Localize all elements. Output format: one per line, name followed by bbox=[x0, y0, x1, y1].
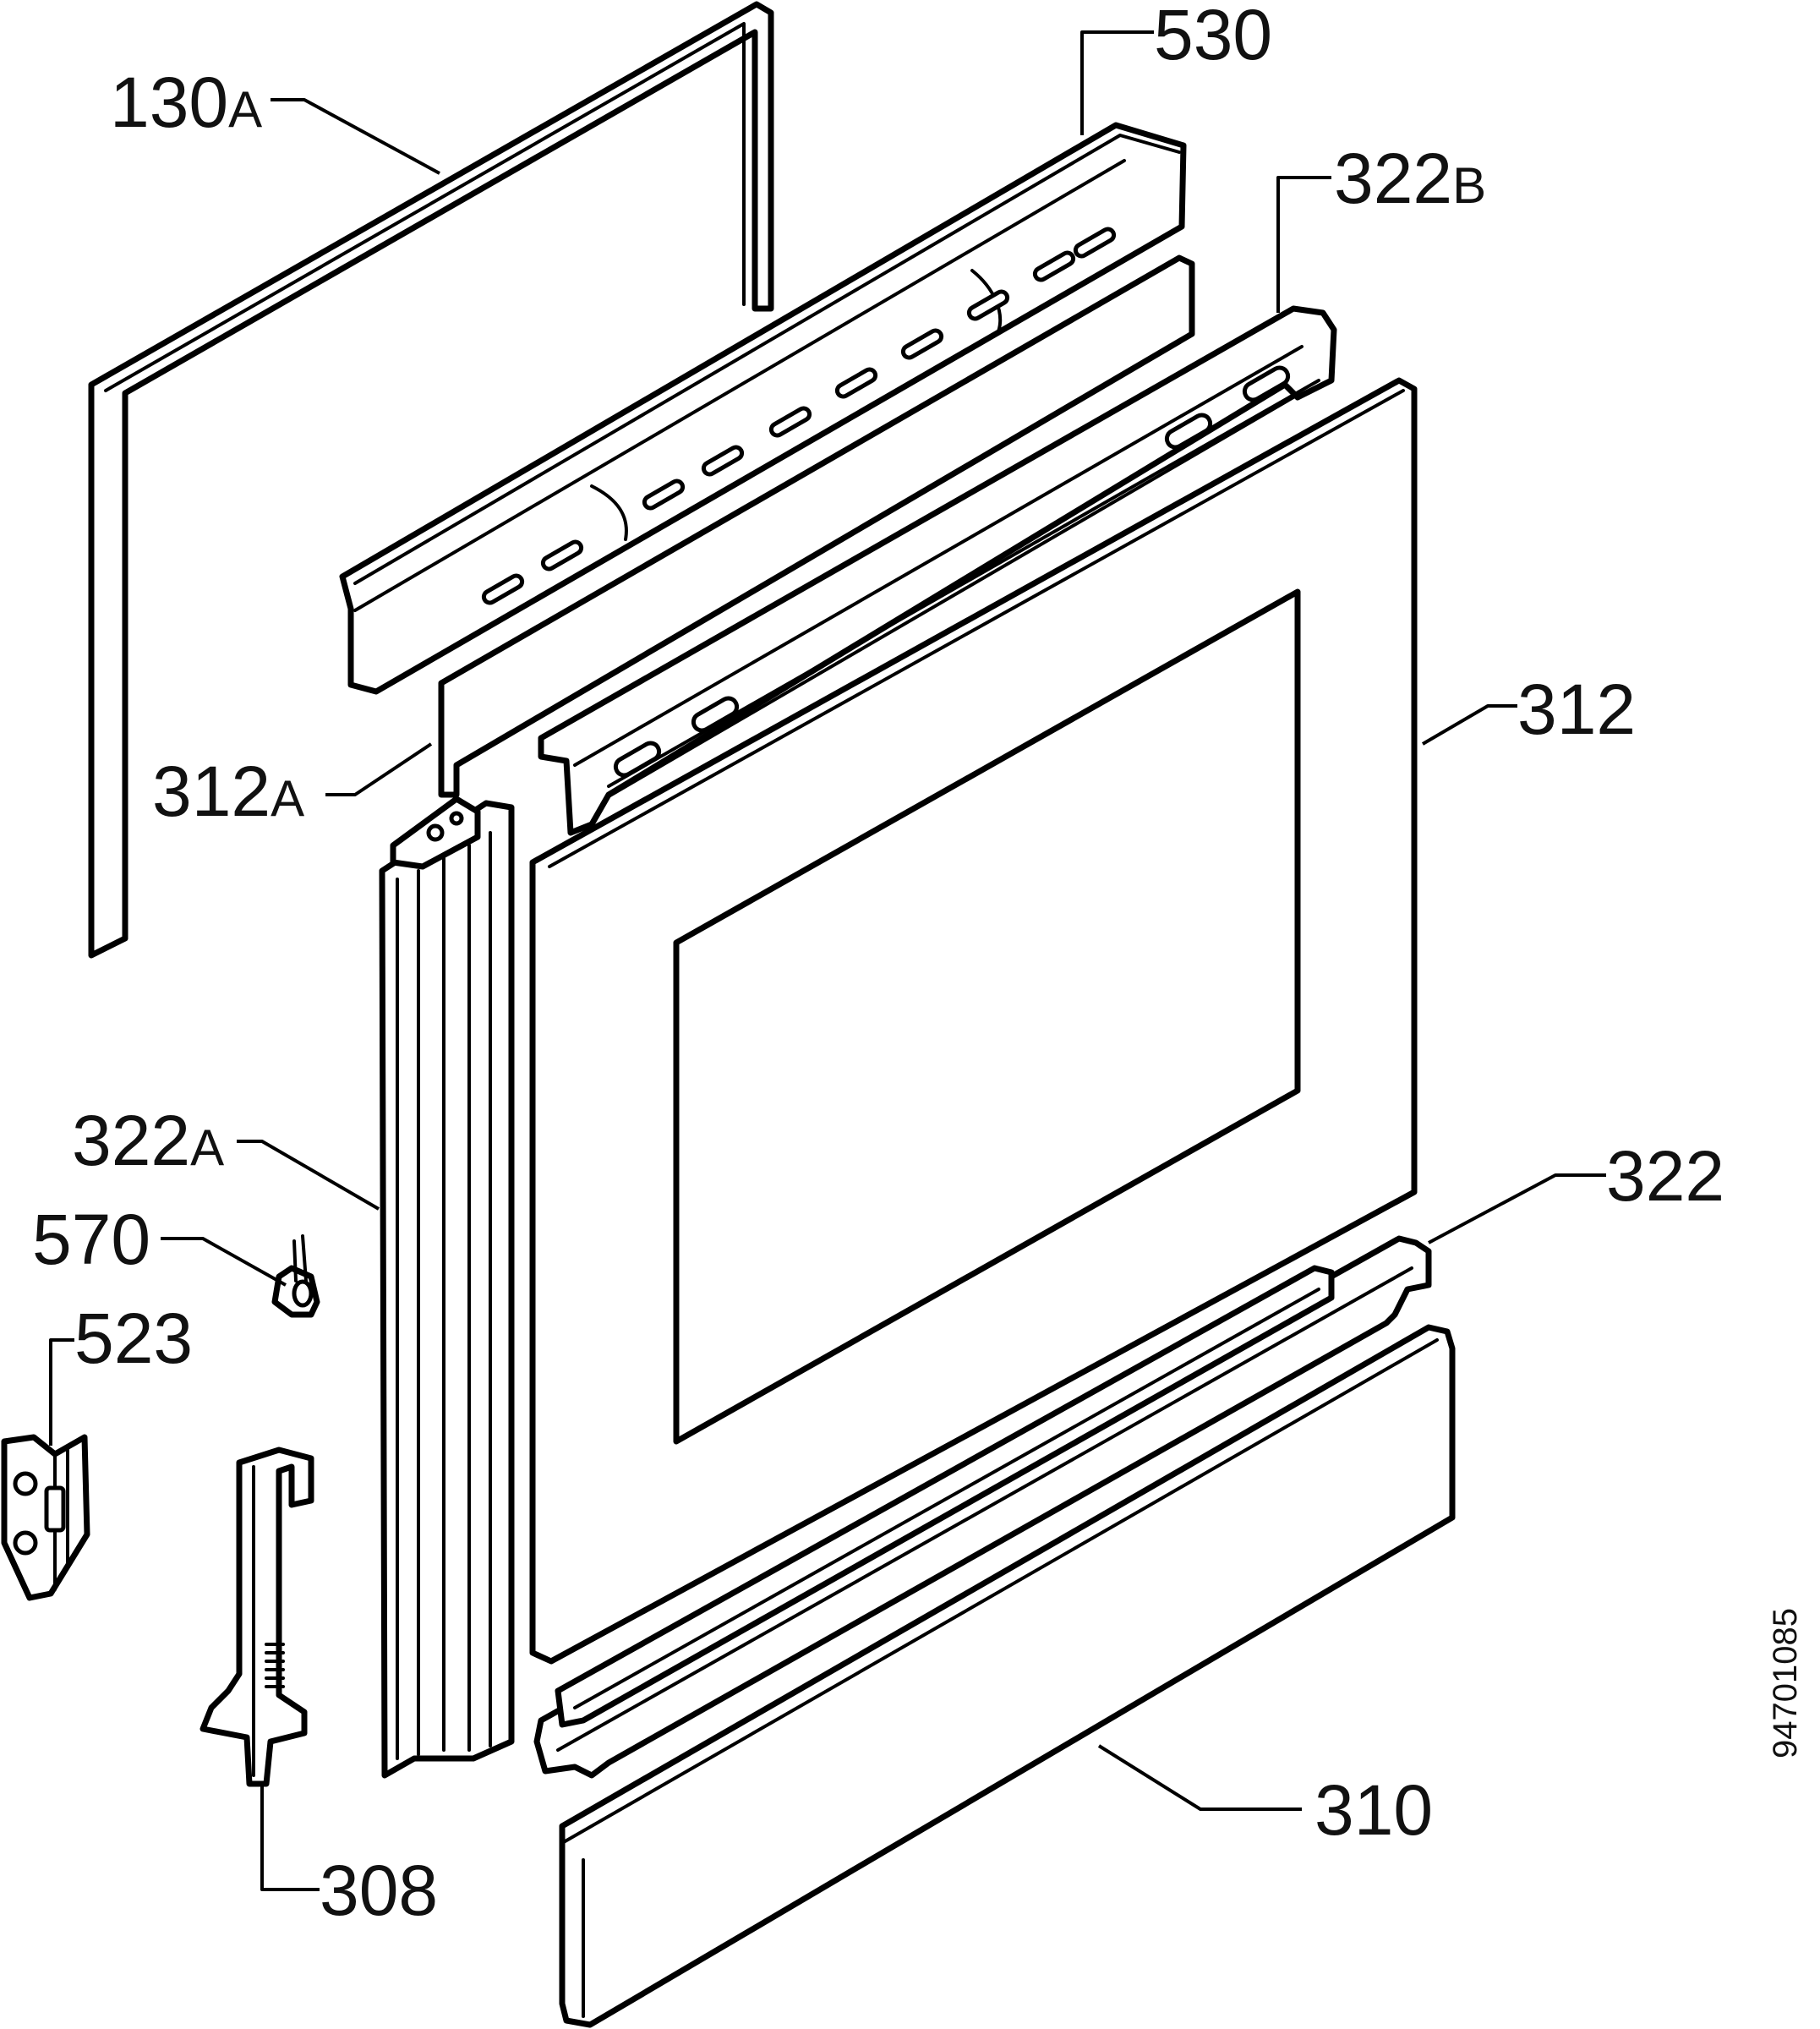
hinge-plate-523 bbox=[1, 1434, 90, 1601]
label-570: 570 bbox=[32, 1200, 150, 1279]
top-rail-530 bbox=[339, 122, 1187, 695]
leader-570 bbox=[161, 1237, 287, 1287]
leader-130A bbox=[271, 98, 440, 175]
label-310: 310 bbox=[1314, 1770, 1433, 1850]
reference-code: 94701085 bbox=[1767, 1608, 1804, 1758]
leader-523 bbox=[49, 1338, 74, 1446]
side-profile-322A bbox=[379, 796, 515, 1779]
label-530: 530 bbox=[1154, 0, 1272, 74]
label-523: 523 bbox=[74, 1299, 193, 1378]
bottom-trim-310 bbox=[559, 1324, 1456, 2028]
part-labels: 130A 530 322B 312 312A 322A 570 523 322 … bbox=[32, 0, 1724, 1930]
hinge-arm-308 bbox=[199, 1447, 314, 1787]
leader-312A bbox=[325, 742, 433, 796]
leader-308 bbox=[260, 1784, 320, 1891]
label-322B: 322B bbox=[1334, 139, 1486, 218]
upper-profile-322B bbox=[538, 305, 1337, 836]
leader-322 bbox=[1428, 1173, 1606, 1244]
lower-profile-322 bbox=[533, 1235, 1432, 1779]
label-312: 312 bbox=[1517, 670, 1636, 749]
label-130A: 130A bbox=[110, 63, 262, 142]
leader-322B bbox=[1276, 176, 1331, 313]
front-glass-312 bbox=[529, 377, 1418, 1665]
leader-312 bbox=[1421, 704, 1517, 746]
screw-570 bbox=[271, 1234, 320, 1318]
label-322: 322 bbox=[1606, 1136, 1724, 1216]
gasket-frame-130A bbox=[88, 1, 774, 959]
label-322A: 322A bbox=[72, 1101, 224, 1180]
inner-glass-312A bbox=[438, 254, 1195, 798]
leader-530 bbox=[1080, 30, 1154, 135]
label-308: 308 bbox=[320, 1851, 438, 1930]
leader-322A bbox=[237, 1140, 380, 1211]
leader-lines bbox=[49, 30, 1606, 1891]
label-312A: 312A bbox=[152, 752, 304, 831]
leader-310 bbox=[1097, 1744, 1302, 1811]
